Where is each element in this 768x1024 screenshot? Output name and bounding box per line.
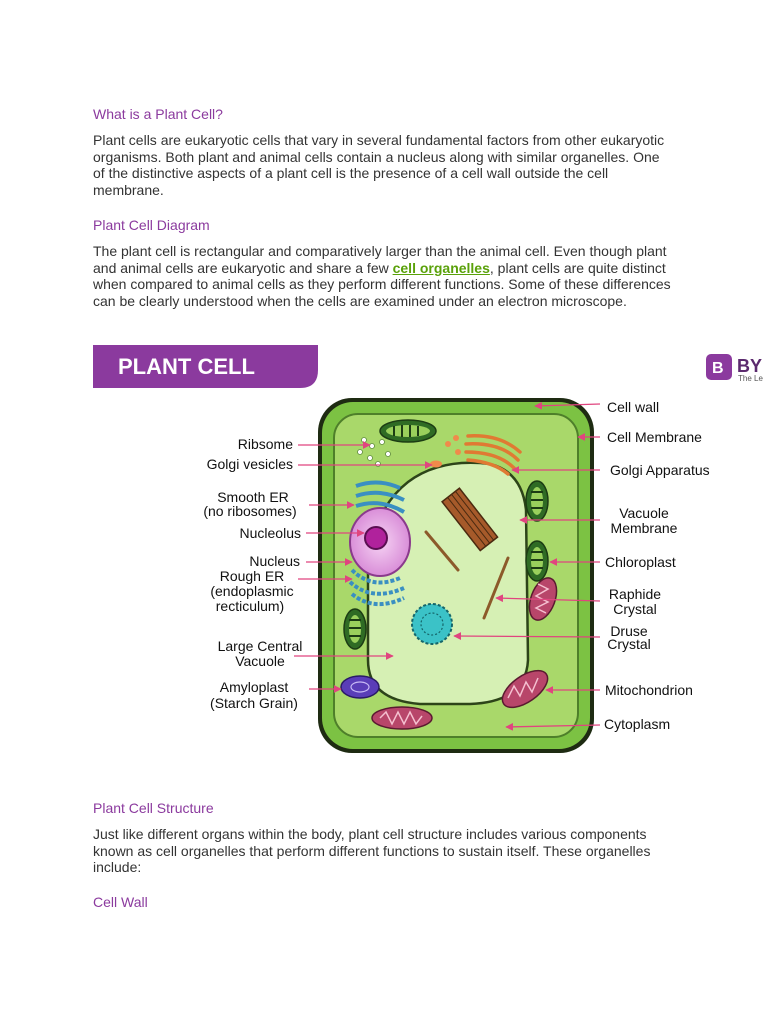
paragraph-what-is-plant-cell: Plant cells are eukaryotic cells that va… [93, 132, 665, 198]
byjus-logo-text: BY [737, 356, 762, 376]
label-cell-wall: Cell wall [607, 399, 659, 415]
label-central-vacuole: Large Central [218, 638, 303, 654]
label-nucleus: Nucleus [249, 553, 300, 569]
label-druse-crystal-2: Crystal [607, 636, 651, 652]
banner-background [93, 345, 318, 388]
byjus-logo-tagline: The Le [738, 374, 763, 383]
druse-crystal [411, 603, 453, 645]
amyloplast [340, 675, 380, 699]
label-cytoplasm: Cytoplasm [604, 716, 670, 732]
label-mitochondrion: Mitochondrion [605, 682, 693, 698]
chloroplast-left [343, 608, 367, 650]
paragraph-plant-cell-structure: Just like different organs within the bo… [93, 826, 651, 875]
chloroplast-right-2 [525, 540, 549, 582]
label-amyloplast: Amyloplast [220, 679, 289, 695]
cell-organelles-link[interactable]: cell organelles [392, 259, 490, 276]
heading-plant-cell-structure: Plant Cell Structure [93, 800, 214, 816]
label-nucleolus: Nucleolus [240, 525, 301, 541]
mitochondrion-2 [501, 669, 549, 709]
banner-title: PLANT CELL [118, 354, 255, 379]
label-raphide-crystal-2: Crystal [613, 601, 657, 617]
label-amyloplast-note: (Starch Grain) [210, 695, 298, 711]
smooth-er [355, 480, 406, 514]
label-rough-er-note-2: recticulum) [216, 598, 284, 614]
raphide-needle-1 [424, 530, 460, 572]
pointer-lines [294, 401, 601, 731]
heading-plant-cell-diagram-text: Plant Cell Diagram [93, 217, 210, 233]
label-chloroplast: Chloroplast [605, 554, 676, 570]
heading-what-is-plant-cell: What is a Plant Cell? [93, 106, 223, 122]
heading-cell-wall: Cell Wall [93, 894, 148, 910]
label-raphide-crystal: Raphide [609, 586, 661, 602]
heading-plant-cell-diagram: Plant Cell Diagram [93, 217, 210, 233]
label-vacuole-membrane: Vacuole [619, 505, 669, 521]
label-golgi-vesicles: Golgi vesicles [207, 456, 293, 472]
mitochondrion-3 [371, 706, 433, 730]
golgi-apparatus [464, 434, 522, 476]
raphide-crystal-bundle [441, 487, 499, 552]
chloroplast-right-1 [525, 480, 549, 522]
byjus-logo-mark: B [712, 360, 724, 377]
label-central-vacuole-2: Vacuole [235, 653, 285, 669]
plant-cell-diagram: PLANT CELL B BY The Le [93, 345, 763, 753]
label-druse-crystal: Druse [610, 623, 648, 639]
diagram-text-after: , plant cells are quite distinct when co… [93, 259, 671, 309]
diagram-text-before: The plant cell is rectangular and compar… [93, 243, 667, 276]
paragraph-plant-cell-diagram: The plant cell is rectangular and compar… [93, 243, 673, 309]
label-smooth-er: Smooth ER [217, 489, 289, 505]
label-ribosome: Ribsome [238, 436, 293, 452]
label-rough-er-note-1: (endoplasmic [210, 583, 293, 599]
raphide-needle-2 [482, 556, 510, 620]
nucleolus [364, 526, 388, 550]
label-vacuole-membrane-2: Membrane [611, 520, 678, 536]
byjus-logo-icon [706, 354, 732, 380]
label-smooth-er-note: (no ribosomes) [203, 503, 296, 519]
label-rough-er: Rough ER [220, 568, 285, 584]
label-cell-membrane: Cell Membrane [607, 429, 702, 445]
chloroplast-top [379, 419, 437, 443]
label-golgi-apparatus: Golgi Apparatus [610, 462, 710, 478]
rough-er [348, 568, 405, 606]
golgi-vesicles [430, 435, 461, 468]
